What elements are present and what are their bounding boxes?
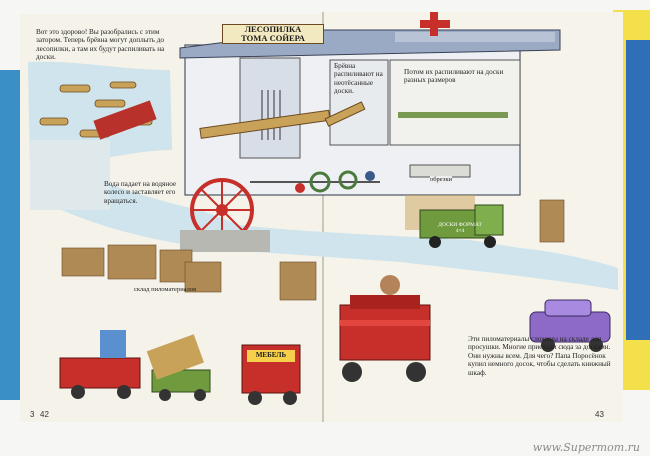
green-cart [146, 334, 211, 401]
mill-sign-line2: ТОМА СОЙЕРА [241, 33, 305, 43]
stone-foundation [180, 230, 270, 252]
log-conveyor [93, 100, 157, 140]
roof-rail [395, 32, 555, 42]
label-lumber-warehouse: склад пиломатериалов [134, 286, 197, 293]
rough-cut-room [329, 59, 389, 146]
sizing-table [398, 112, 508, 118]
gear-train [250, 170, 380, 193]
stream [40, 150, 618, 290]
red-truck [59, 330, 141, 399]
purple-car [529, 299, 611, 352]
saw-tower [239, 57, 301, 159]
page-number-right: 43 [595, 410, 604, 419]
watermark: www.Supermom.ru [532, 441, 640, 454]
sizing-room [389, 59, 521, 146]
mill-sign-line1: ЛЕСОПИЛКА [244, 24, 302, 34]
red-forklift [339, 275, 431, 382]
mill-sign: ЛЕСОПИЛКА ТОМА СОЙЕРА [222, 24, 324, 44]
caption-rough-boards: Брёвна распиливают на неотёсанные доски. [334, 62, 383, 96]
saw-blades [261, 90, 281, 140]
barrel-truck [241, 344, 301, 405]
waterfall [30, 140, 110, 210]
caption-top-left: Вот это здорово! Вы разобрались с этим з… [36, 28, 165, 62]
label-trimmings: обрезки [430, 176, 452, 185]
red-airplane [420, 12, 450, 36]
lumber-stacks [61, 199, 565, 301]
caption-bottom-right: Эти пиломатериалы сложены на складе для … [468, 335, 611, 377]
barrel-label: МЕБЕЛЬ [255, 351, 287, 359]
truck-label: ДОСКИ ФОРМАТ 4×4 [438, 222, 482, 234]
blue-cover-edge [626, 40, 650, 340]
caption-water-wheel: Вода падает на водяное колесо и заставля… [104, 180, 177, 205]
page-number-left: 42 [40, 410, 49, 419]
green-truck [419, 204, 504, 248]
board-conveyor [199, 109, 331, 139]
caption-board-sizes: Потом их распиливают на доски разных раз… [404, 68, 504, 85]
water-wheel [190, 178, 254, 242]
margin-number: 3 [30, 410, 35, 419]
